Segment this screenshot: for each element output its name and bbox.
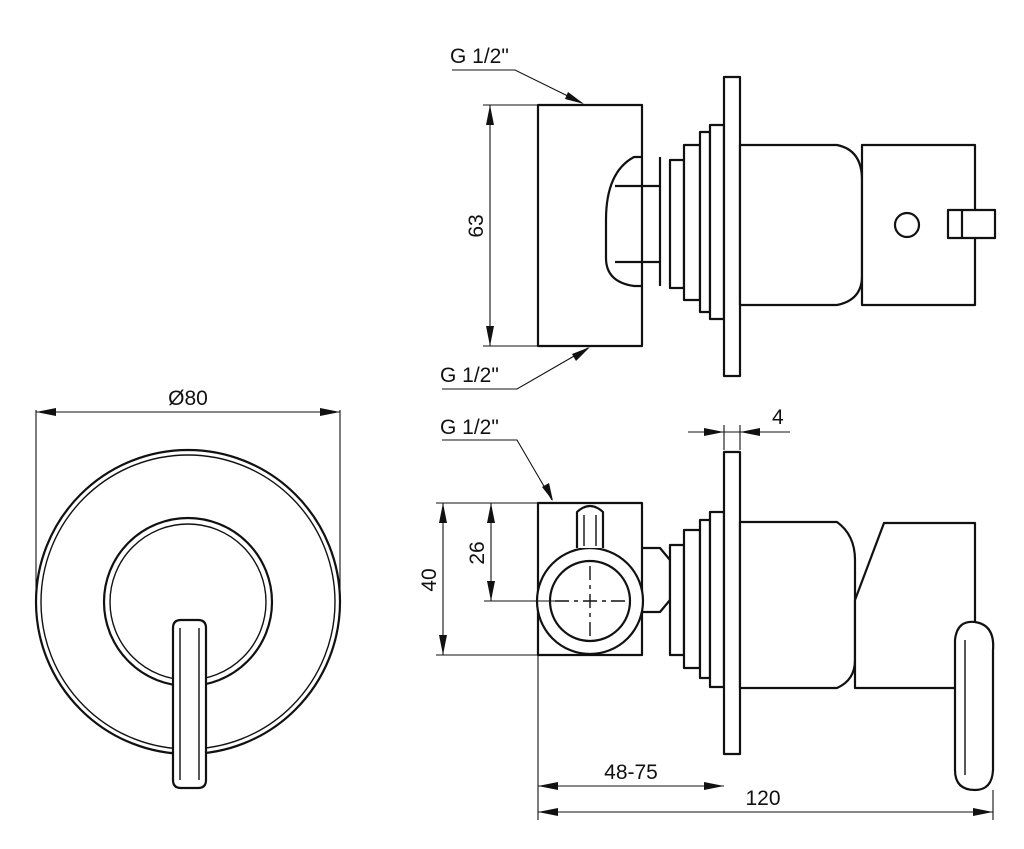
dim-48-75 <box>537 655 724 820</box>
dim-26 <box>484 503 555 602</box>
side-trim <box>738 520 857 690</box>
dim-diameter <box>35 408 341 600</box>
side-view <box>436 425 995 820</box>
dim-120 <box>538 790 994 820</box>
collar <box>668 158 686 290</box>
side-lever <box>953 620 995 792</box>
label-plate-4: 4 <box>772 406 784 429</box>
label-thread-top: G 1/2" <box>450 45 509 68</box>
lever-stub <box>946 208 997 240</box>
dim-63 <box>483 104 538 347</box>
label-length-120: 120 <box>745 787 780 810</box>
label-height-40: 40 <box>418 568 441 591</box>
trim-cover <box>738 143 864 307</box>
front-handle <box>171 618 208 790</box>
dim-40 <box>436 502 538 656</box>
label-thread-bottom: G 1/2" <box>440 364 499 387</box>
label-diameter-80: Ø80 <box>168 387 208 410</box>
valve-neck <box>604 155 642 288</box>
front-view <box>34 408 342 790</box>
label-height-63: 63 <box>465 214 488 237</box>
label-thread-side: G 1/2" <box>440 416 499 439</box>
label-offset-26: 26 <box>466 541 489 564</box>
wall-plate <box>722 75 742 378</box>
side-handle-head <box>853 521 977 690</box>
label-depth-48-75: 48-75 <box>604 761 658 784</box>
valve-body <box>536 103 644 348</box>
inlet-pipe <box>575 504 605 548</box>
side-wall-plate <box>722 450 742 756</box>
handle-hole <box>893 211 921 239</box>
dim-4 <box>688 425 790 450</box>
top-view <box>442 69 997 390</box>
